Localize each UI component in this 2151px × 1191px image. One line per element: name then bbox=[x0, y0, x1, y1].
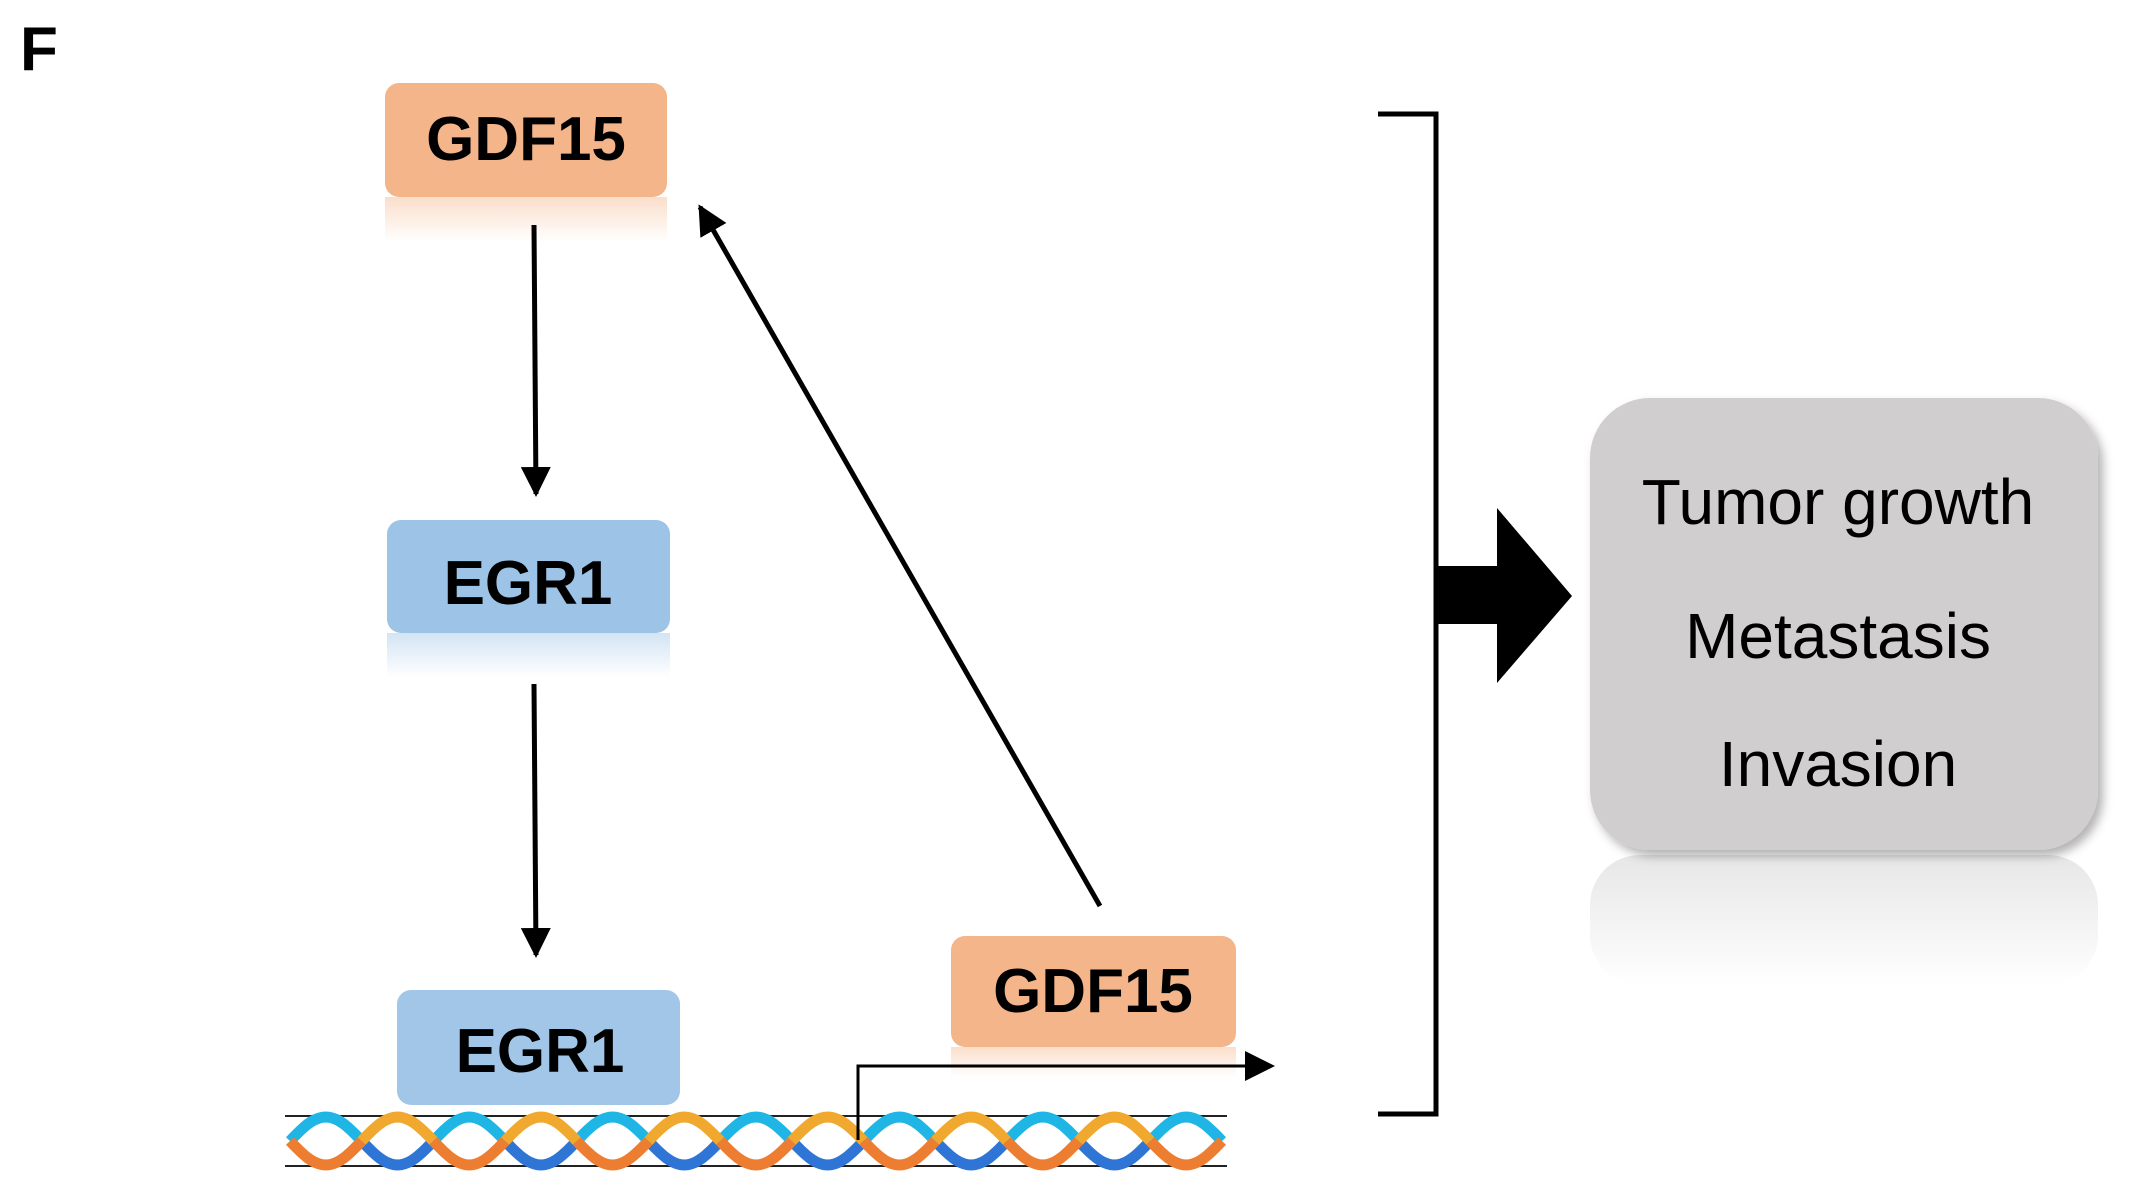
gdf15-protein-box bbox=[385, 83, 667, 197]
egr1-bound-node: EGR1 bbox=[397, 990, 680, 1105]
dna-strand-a-segment bbox=[859, 1137, 940, 1171]
dna-strand-b-segment bbox=[644, 1137, 725, 1171]
dna-strand-a-segment bbox=[787, 1111, 868, 1145]
arrow-gdf15-gene-to-protein bbox=[697, 204, 1103, 908]
gdf15-gene-label: GDF15 bbox=[993, 957, 1193, 1026]
gdf15-gene-box bbox=[951, 936, 1236, 1047]
dna-strand-b-segment bbox=[501, 1137, 581, 1171]
egr1-cytoplasm-node: EGR1 bbox=[387, 520, 670, 678]
dna-strand-b-segment bbox=[286, 1111, 366, 1145]
dna-strand-a-segment bbox=[1002, 1137, 1083, 1171]
dna-strand-b-segment bbox=[1146, 1111, 1226, 1145]
egr1-cytoplasm-box bbox=[387, 520, 670, 633]
egr1-bound-label: EGR1 bbox=[456, 1017, 625, 1086]
arrow-egr1-to-egr1-nucleus bbox=[520, 683, 551, 958]
dna-strand-a-segment bbox=[716, 1137, 796, 1171]
outcome-invasion: Invasion bbox=[1719, 728, 1957, 800]
dna-strand-a-segment bbox=[931, 1111, 1011, 1145]
outcome-metastasis: Metastasis bbox=[1685, 600, 1991, 672]
outcomes-box bbox=[1590, 398, 2098, 850]
panel-label: F bbox=[20, 15, 58, 84]
dna-strand-a-segment bbox=[572, 1137, 653, 1171]
transcription-start-arrow bbox=[856, 1051, 1275, 1140]
block-arrow bbox=[1438, 508, 1572, 683]
dna-strand-a-segment bbox=[286, 1137, 366, 1171]
dna-strand-b-segment bbox=[787, 1137, 868, 1171]
egr1-cytoplasm-label: EGR1 bbox=[444, 549, 613, 618]
arrow-gdf15-to-egr1 bbox=[520, 224, 551, 497]
dna-strand-b-segment bbox=[931, 1137, 1011, 1171]
dna-strand-b-segment bbox=[429, 1111, 510, 1145]
dna-strand-b-segment bbox=[357, 1137, 438, 1171]
dna-strand-b-segment bbox=[859, 1111, 940, 1145]
dna-strand-a-segment bbox=[429, 1137, 510, 1171]
gdf15-protein-node: GDF15 bbox=[385, 83, 667, 242]
egr1-bound-box bbox=[397, 990, 680, 1105]
bracket bbox=[1378, 111, 1439, 1117]
dna-strand-a-segment bbox=[644, 1111, 725, 1145]
dna-strand-a-segment bbox=[357, 1111, 438, 1145]
dna-strand-a-segment bbox=[1074, 1111, 1155, 1145]
dna-strand-a-segment bbox=[1146, 1137, 1226, 1171]
dna-strand-a-segment bbox=[501, 1111, 581, 1145]
outcome-tumor-growth: Tumor growth bbox=[1642, 466, 2034, 538]
dna-strand-b-segment bbox=[1002, 1111, 1083, 1145]
outcomes-node: Tumor growth Metastasis Invasion bbox=[1590, 398, 2098, 985]
dna-strand-b-segment bbox=[572, 1111, 653, 1145]
dna-strand-b-segment bbox=[716, 1111, 796, 1145]
gdf15-gene-node: GDF15 bbox=[951, 936, 1236, 1077]
dna-helix bbox=[285, 1111, 1227, 1171]
dna-strand-b-segment bbox=[1074, 1137, 1155, 1171]
gdf15-protein-label: GDF15 bbox=[426, 105, 626, 174]
